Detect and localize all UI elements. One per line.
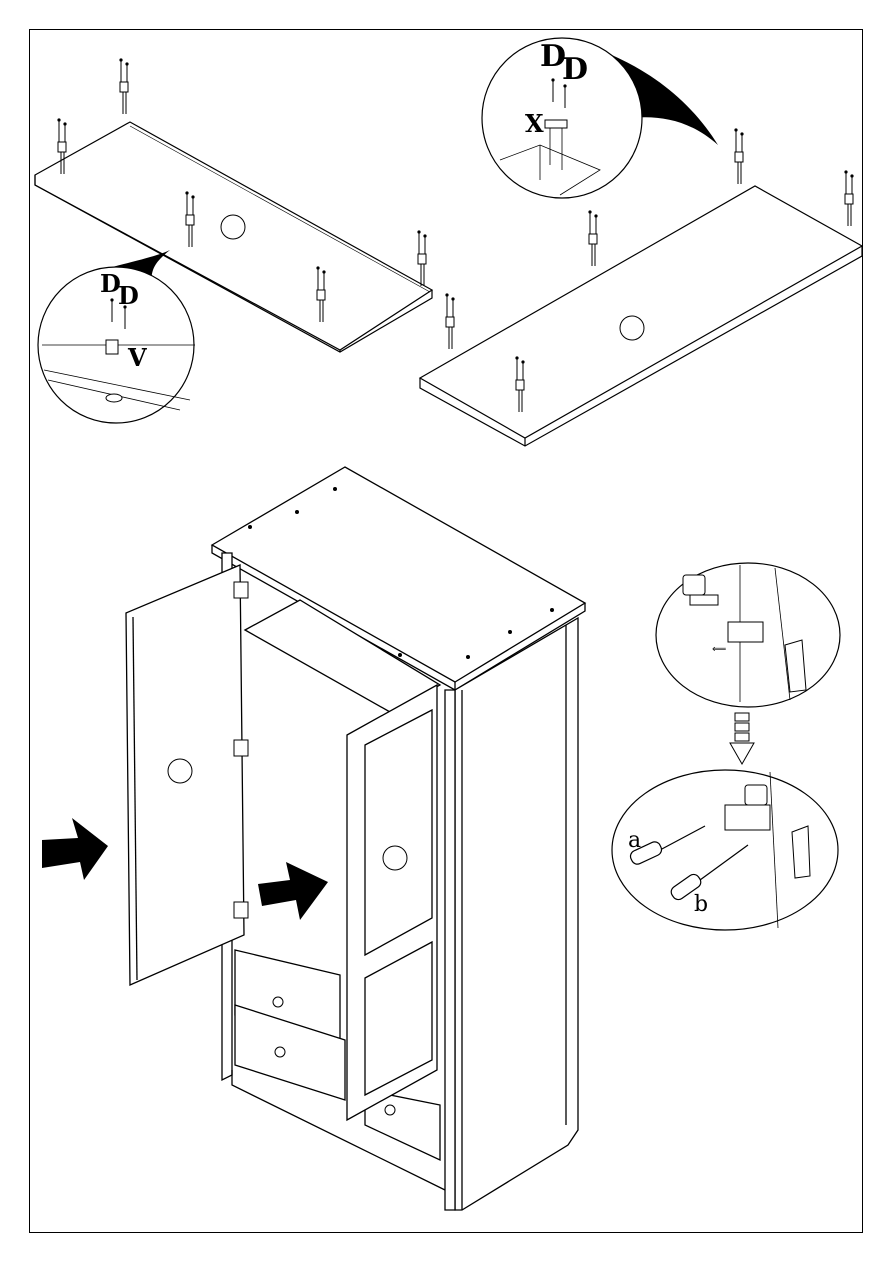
svg-text:⟸: ⟸ xyxy=(712,644,726,655)
part-number-circle-left-door xyxy=(168,759,192,783)
part-number-circle-top-right xyxy=(620,316,644,340)
hinge-detail-top: ⟸ xyxy=(656,563,840,707)
part-number-circle-top-left xyxy=(221,215,245,239)
label-adjust-a: a xyxy=(628,830,641,852)
label-adjust-b: b xyxy=(694,894,708,916)
hinge-detail-bottom xyxy=(612,770,838,930)
label-part-v: V xyxy=(128,346,147,370)
arrow-right-icon xyxy=(42,818,108,880)
right-door xyxy=(347,685,437,1120)
top-right-panel xyxy=(420,186,862,446)
arrow-down-icon xyxy=(730,713,754,764)
label-part-x: X xyxy=(525,112,544,136)
arrow-right-icon-2 xyxy=(258,862,328,920)
magnifier-right xyxy=(482,38,718,198)
label-screw-d-4: D xyxy=(562,55,588,85)
label-screw-d-2: D xyxy=(118,284,139,308)
part-number-circle-right-door xyxy=(383,846,407,870)
